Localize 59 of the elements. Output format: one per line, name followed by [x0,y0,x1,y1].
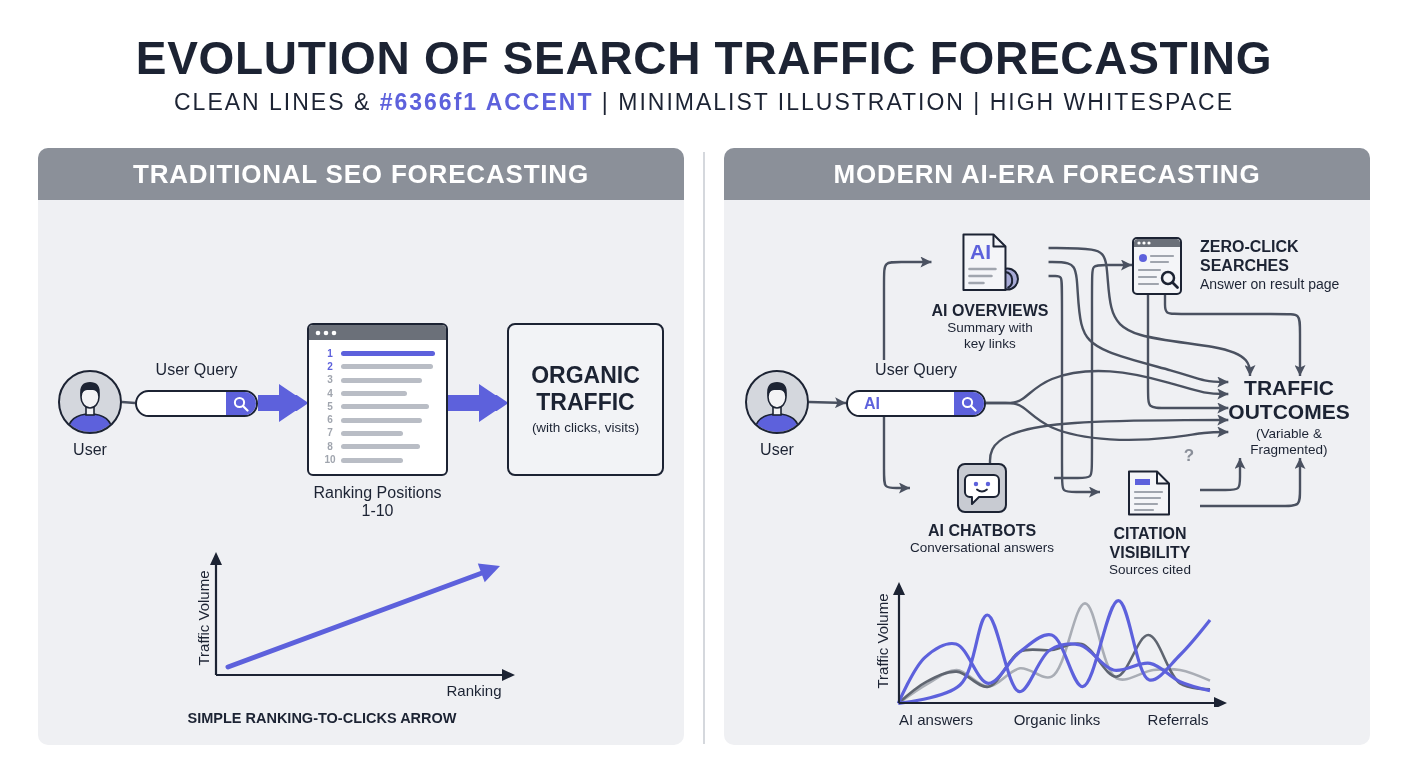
rank-number: 7 [326,427,334,440]
block-arrow [448,384,507,422]
node-description: Sources cited [1109,562,1191,578]
connector-line [121,400,136,405]
question-mark: ? [1183,446,1195,466]
node-heading: ZERO-CLICK SEARCHES [1200,237,1300,275]
chart-title: SIMPLE RANKING-TO-CLICKS ARROW [187,709,457,727]
rank-number: 5 [326,400,334,413]
node-description: Conversational answers [909,540,1055,556]
rank-number: 10 [323,454,337,466]
arrow [1048,246,1256,376]
arrow [882,417,910,494]
arrow [1146,295,1229,414]
arrow [808,397,847,409]
arrow [882,256,932,360]
arrow [1054,259,1132,480]
node-label: User Query [875,360,957,380]
node-description: Summary with key links [946,320,1034,352]
result-box [507,323,664,476]
node-description: (Variable & Fragmented) [1249,426,1329,458]
node-heading: TRAFFIC OUTCOMES [1228,376,1350,424]
box-heading: ORGANIC TRAFFIC [530,362,641,416]
arrow [1048,260,1229,388]
arrow [1200,458,1246,492]
panel [38,148,684,745]
icon-text: AI [970,240,991,264]
node-heading: AI CHATBOTS [927,521,1037,540]
axis-label: Traffic Volume [195,570,213,666]
node-label: User Query [155,360,238,380]
search-text: AI [864,394,880,413]
axis-label: Organic links [1013,711,1101,729]
node-label: User [760,440,794,460]
rank-number: 4 [326,387,334,400]
axis-label: Traffic Volume [874,593,892,689]
subtitle: CLEAN LINES & #6366f1 ACCENT | MINIMALIST ILLUSTRATION | HIGH WHITESPACE [174,89,1234,115]
axis-label: AI answers [898,711,974,729]
box-subtext: (with clicks, visits) [531,419,640,437]
node-label: Ranking Positions 1-10 [312,484,443,520]
panel-header: TRADITIONAL SEO FORECASTING [38,148,684,200]
node-heading: CITATION VISIBILITY [1108,524,1192,562]
axis-label: Ranking [446,682,502,700]
node-description: Answer on result page [1200,275,1340,293]
title: EVOLUTION OF SEARCH TRAFFIC FORECASTING [135,32,1273,84]
arrow [986,401,1229,442]
arrow [1200,458,1306,508]
node-heading: AI OVERVIEWS [931,301,1049,320]
node-label: User [73,440,107,460]
arrow [988,414,1229,463]
rank-number: 3 [326,374,334,387]
rank-number: 8 [326,440,334,453]
panel [724,148,1370,745]
rank-number: 2 [326,360,334,373]
rank-number: 6 [326,414,334,427]
panel-header: MODERN AI-ERA FORECASTING [724,148,1370,200]
rank-number: 1 [326,347,334,360]
arrow [1163,295,1306,376]
axis-label: Referrals [1147,711,1209,729]
block-arrow [258,384,307,422]
arrow [1048,274,1100,498]
